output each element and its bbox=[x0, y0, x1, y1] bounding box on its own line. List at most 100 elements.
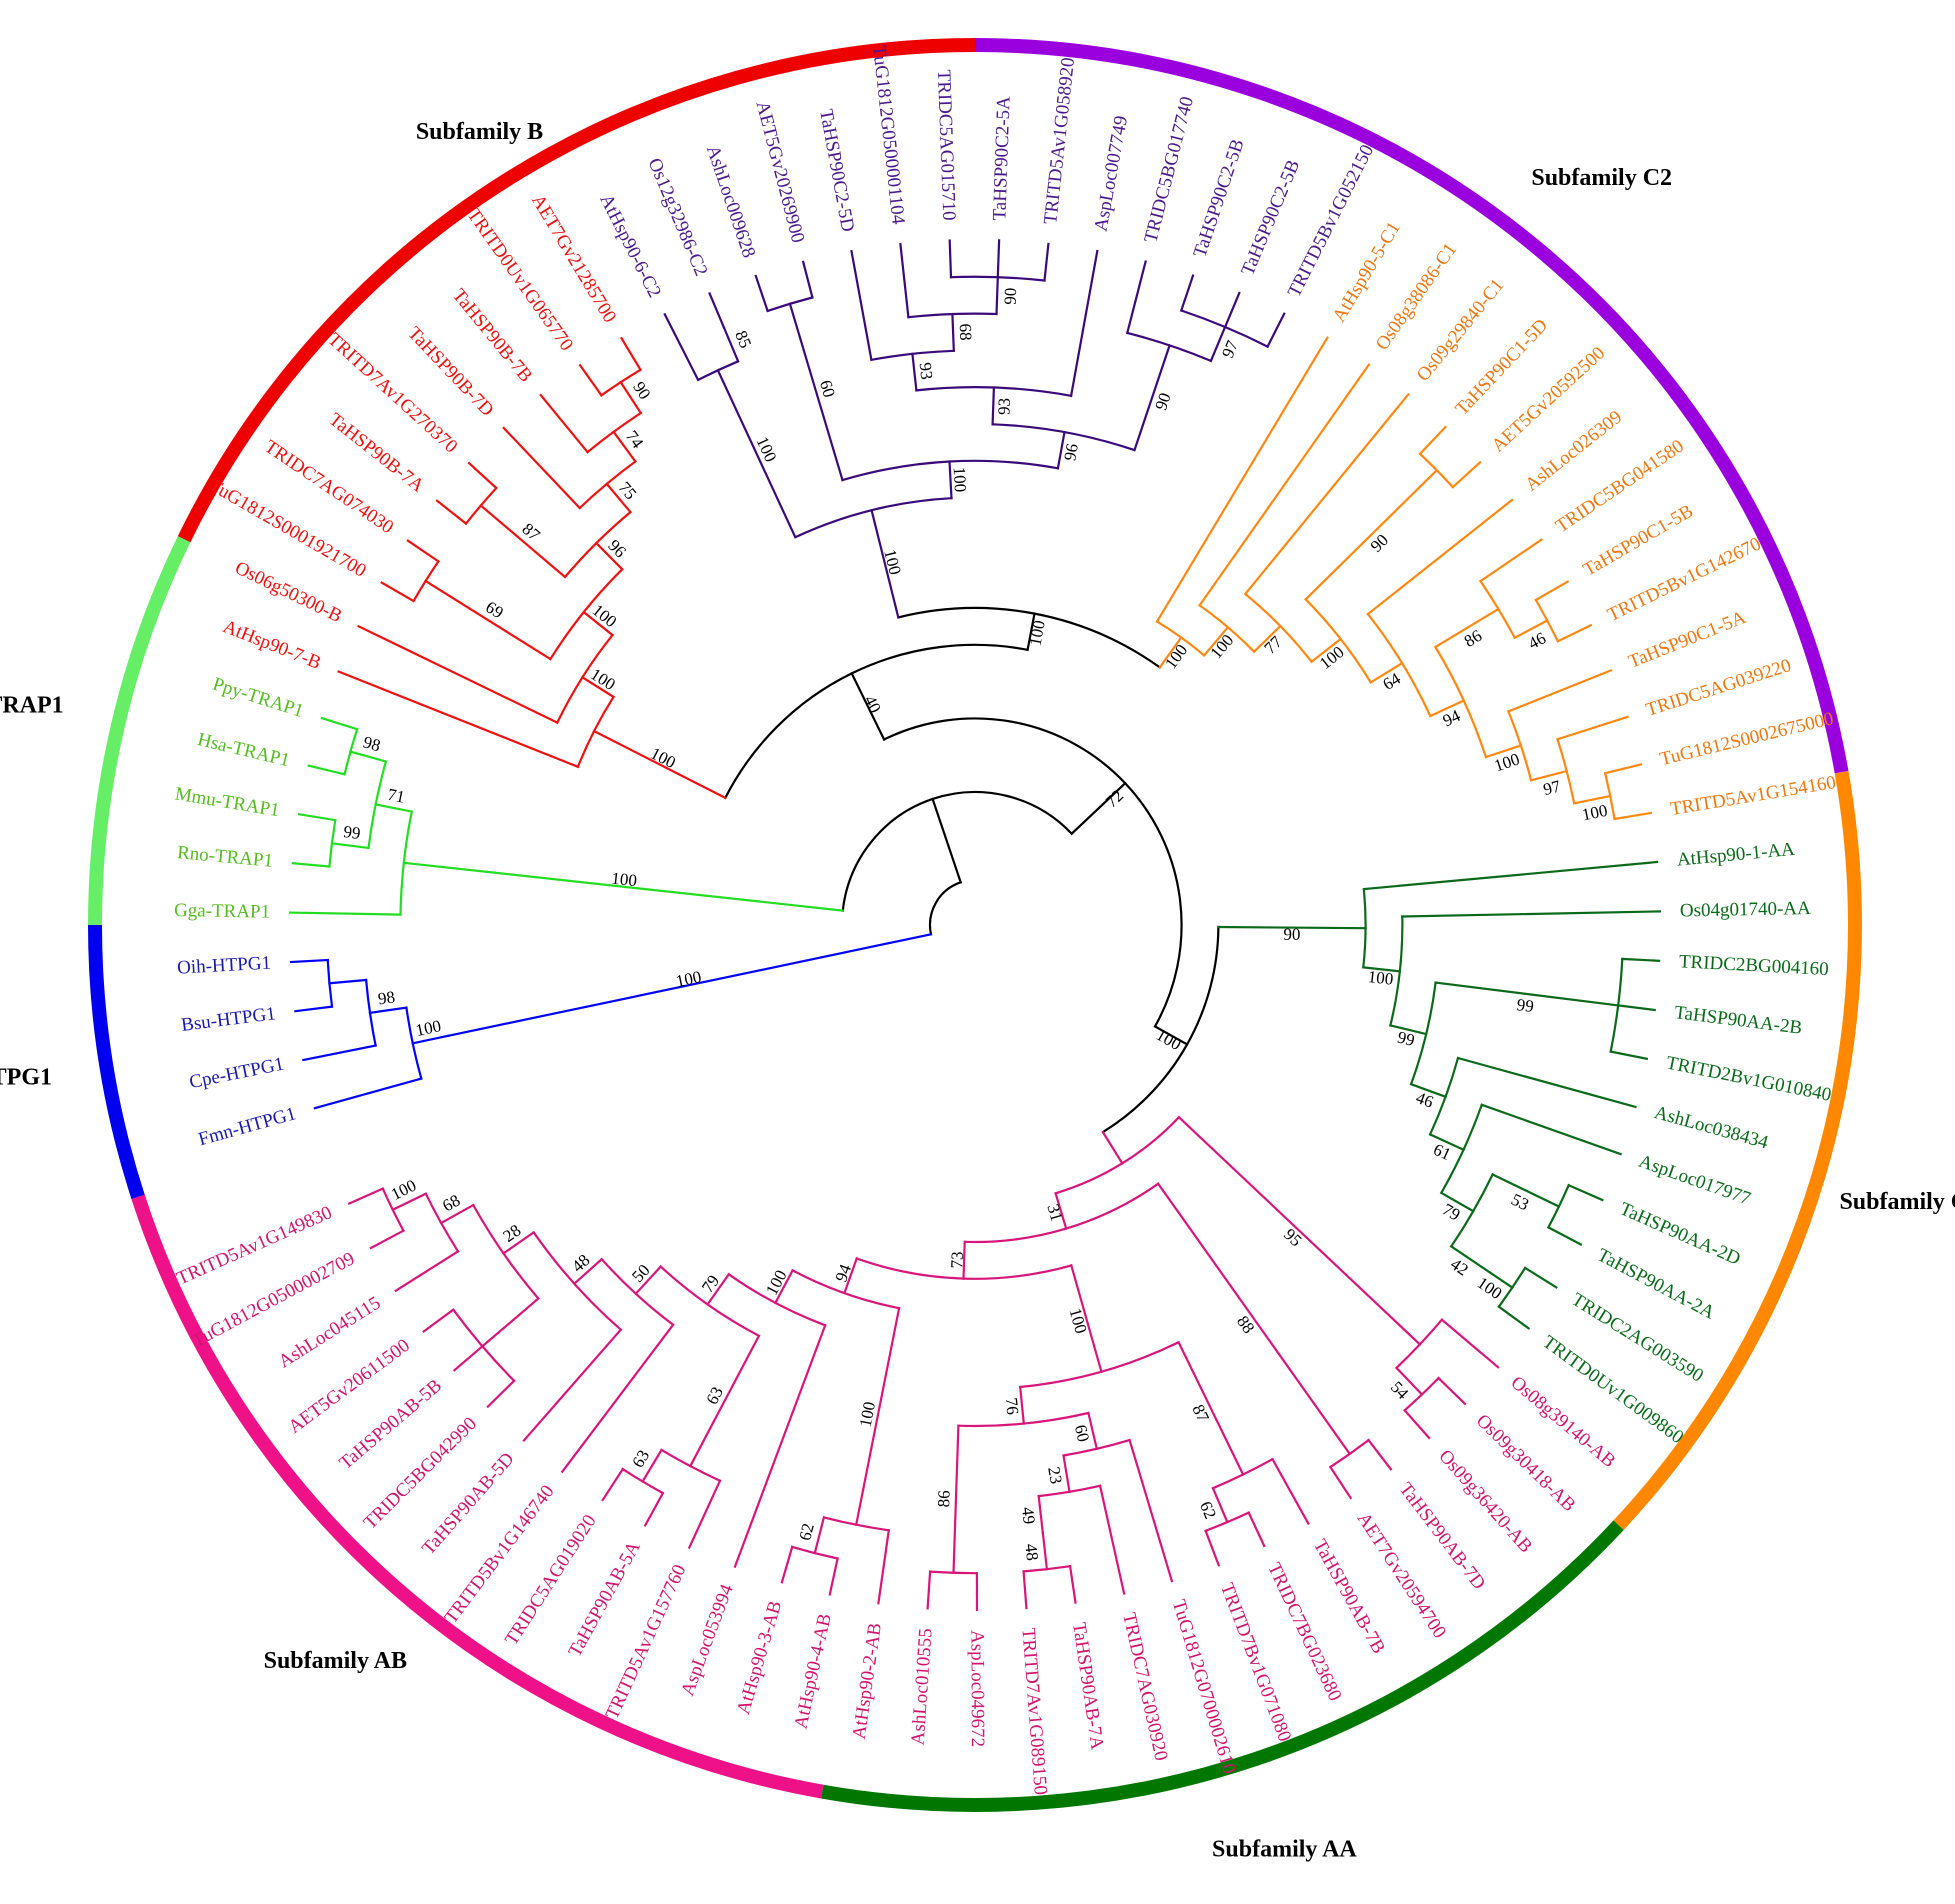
bootstrap-value: 77 bbox=[1260, 632, 1286, 658]
leaf-mmu-trap1: Mmu-TRAP1 bbox=[173, 783, 281, 821]
branch-arc bbox=[1428, 1056, 1460, 1136]
leaf-os12g32986-c2: Os12g32986-C2 bbox=[644, 155, 712, 279]
branch-line bbox=[870, 508, 900, 619]
branch-line bbox=[1366, 1438, 1393, 1471]
branch-line bbox=[1155, 336, 1329, 624]
bootstrap-value: 100 bbox=[610, 869, 637, 891]
leaf-asploc049672: AspLoc049672 bbox=[967, 1630, 988, 1747]
branch-arc bbox=[963, 1182, 1160, 1244]
branch-line bbox=[1534, 580, 1570, 602]
leaf-tahsp90ab-7a: TaHSP90AB-7A bbox=[1068, 1621, 1108, 1751]
branch-line bbox=[291, 862, 331, 868]
branch-line bbox=[1062, 1454, 1071, 1494]
branch-arc bbox=[727, 1272, 827, 1327]
branch-line bbox=[643, 1491, 665, 1527]
branch-line bbox=[634, 1265, 663, 1296]
branch-line bbox=[422, 1308, 455, 1334]
branch-arc bbox=[555, 633, 615, 725]
bootstrap-value: 63 bbox=[702, 1384, 727, 1408]
branch-line bbox=[1211, 1486, 1229, 1524]
branch-line bbox=[1609, 1050, 1649, 1061]
branch-arc bbox=[621, 1467, 665, 1495]
branch-line bbox=[991, 386, 996, 426]
bootstrap-value: 100 bbox=[1474, 1273, 1506, 1303]
branch-line bbox=[391, 1192, 428, 1212]
branch-line bbox=[641, 1448, 664, 1484]
branch-line bbox=[1389, 1024, 1428, 1036]
branch-arc bbox=[1304, 597, 1373, 684]
branch-line bbox=[850, 671, 886, 741]
branch-arc bbox=[896, 606, 1162, 669]
leaf-ashloc038434: AshLoc038434 bbox=[1652, 1102, 1771, 1153]
branch-line bbox=[1478, 538, 1543, 583]
bootstrap-value: 62 bbox=[795, 1521, 818, 1542]
branch-line bbox=[911, 352, 918, 392]
branch-arc bbox=[696, 359, 740, 382]
branch-arc bbox=[793, 497, 953, 539]
branch-arc bbox=[1389, 915, 1404, 1027]
bootstrap-value: 60 bbox=[816, 378, 839, 400]
branch-line bbox=[337, 670, 580, 769]
branch-line bbox=[1022, 1570, 1028, 1610]
branch-line bbox=[952, 1424, 960, 1574]
bootstrap-value: 100 bbox=[1153, 1025, 1185, 1054]
branch-line bbox=[580, 675, 616, 699]
branch-line bbox=[447, 932, 933, 1038]
ring-arc-ab bbox=[131, 1194, 824, 1799]
branch-line bbox=[931, 797, 963, 884]
branch-line bbox=[754, 274, 769, 313]
branch-line bbox=[1546, 1225, 1583, 1246]
branch-line bbox=[328, 978, 368, 985]
ring-arc-c2 bbox=[974, 38, 1849, 774]
leaf-gga-trap1: Gga-TRAP1 bbox=[174, 900, 270, 923]
leaf-tritd2bv1g010840: TRITD2Bv1G010840 bbox=[1664, 1052, 1833, 1105]
ring-arc-aa bbox=[820, 1520, 1624, 1812]
branch-line bbox=[619, 380, 643, 415]
branch-line bbox=[842, 1257, 859, 1295]
branch-line bbox=[1523, 1266, 1558, 1289]
branch-line bbox=[1041, 1531, 1049, 1571]
branch-line bbox=[948, 460, 953, 500]
bootstrap-value: 100 bbox=[1580, 801, 1609, 825]
branch-arc bbox=[1328, 1438, 1371, 1469]
leaf-athsp90-2-ab: AtHsp90-2-AB bbox=[849, 1622, 886, 1741]
branch-line bbox=[1418, 425, 1447, 456]
bootstrap-value: 48 bbox=[1021, 1543, 1042, 1562]
bootstrap-value: 98 bbox=[361, 732, 382, 755]
branch-line bbox=[733, 1323, 827, 1569]
branch-arc bbox=[991, 423, 1136, 452]
branch-line bbox=[722, 325, 740, 363]
branch-arc bbox=[1439, 1103, 1484, 1195]
leaf-tug1812g0700002610: TuG1812G0700002610 bbox=[1168, 1597, 1240, 1776]
branch-line bbox=[1567, 1183, 1604, 1202]
branch-arc bbox=[907, 312, 998, 319]
bootstrap-value: 100 bbox=[1206, 631, 1237, 663]
branch-line bbox=[1243, 392, 1410, 596]
branch-line bbox=[1271, 1457, 1310, 1525]
leaf-cpe-htpg1: Cpe-HTPG1 bbox=[188, 1054, 286, 1094]
branch-line bbox=[1070, 806, 1101, 836]
branch-line bbox=[780, 1545, 794, 1584]
leaf-tahsp90c1-5a: TaHSP90C1-5A bbox=[1626, 607, 1749, 673]
branch-line bbox=[1202, 625, 1230, 657]
bootstrap-value: 98 bbox=[377, 987, 397, 1008]
branch-line bbox=[1054, 1191, 1068, 1230]
leaf-athsp90-4-ab: AtHsp90-4-AB bbox=[790, 1612, 835, 1731]
leaf-tahsp90c2-5a: TaHSP90C2-5A bbox=[989, 96, 1014, 221]
branch-line bbox=[582, 610, 615, 637]
branch-line bbox=[1247, 1511, 1266, 1548]
branch-line bbox=[1056, 430, 1066, 470]
leaf-athsp90-6-c2: AtHsp90-6-C2 bbox=[595, 191, 665, 301]
branch-line bbox=[1177, 1340, 1245, 1476]
group-label-ab: Subfamily AB bbox=[264, 1648, 407, 1674]
branch-line bbox=[368, 1006, 408, 1015]
branch-line bbox=[1101, 1130, 1124, 1165]
branch-line bbox=[1440, 1318, 1500, 1369]
branch-line bbox=[1128, 1438, 1174, 1583]
bootstrap-value: 90 bbox=[629, 378, 654, 403]
branch-line bbox=[1497, 1305, 1531, 1330]
branch-line bbox=[467, 461, 498, 490]
leaf-ashloc010555: AshLoc010555 bbox=[908, 1628, 937, 1746]
bootstrap-value: 63 bbox=[628, 1447, 653, 1471]
group-label-htpg1: HTPG1 bbox=[0, 1065, 52, 1091]
